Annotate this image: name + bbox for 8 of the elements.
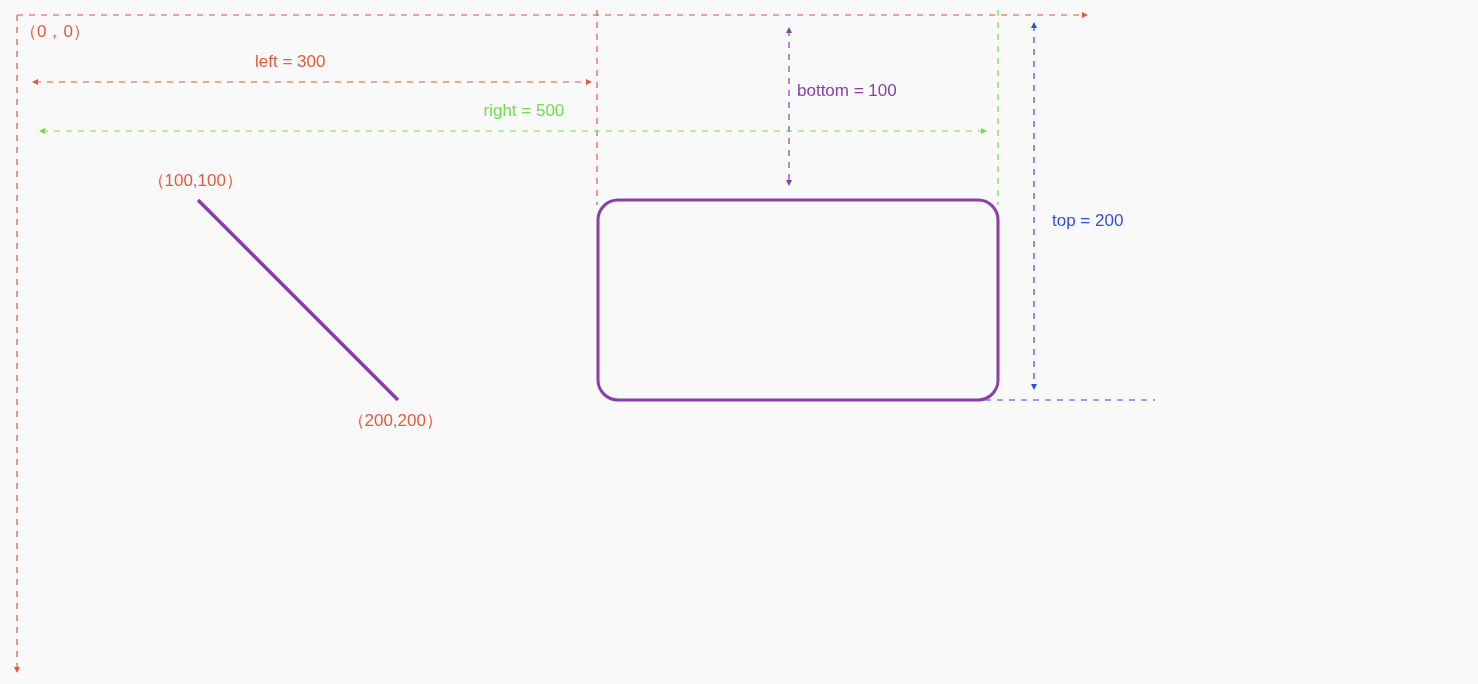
dimension-label: bottom = 100	[797, 81, 897, 101]
dimension-label: left = 300	[255, 52, 326, 72]
rounded-rectangle	[596, 198, 1000, 402]
coordinate-label: （200,200）	[347, 411, 443, 431]
coordinate-label: （0，0）	[20, 22, 90, 42]
dimension-label: top = 200	[1052, 211, 1124, 231]
coordinate-label: （100,100）	[147, 171, 243, 191]
dimension-label: right = 500	[483, 101, 565, 121]
